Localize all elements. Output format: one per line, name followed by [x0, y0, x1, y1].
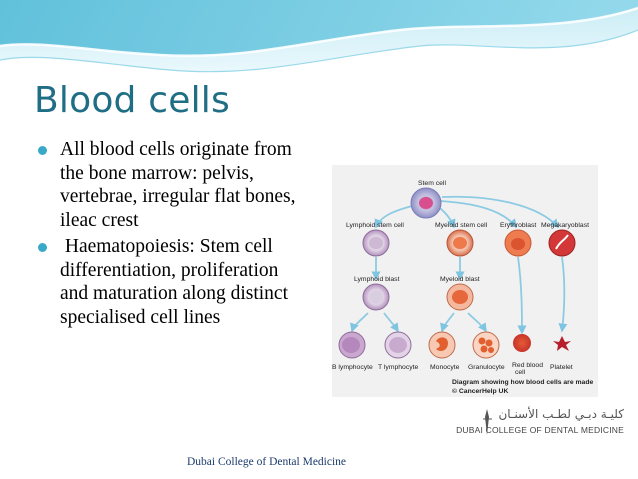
label-lymphoid-blast: Lymphoid blast: [354, 276, 400, 283]
megakaryoblast: [548, 229, 576, 257]
granulocyte: [472, 331, 500, 359]
blood-cell-diagram: Stem cell Lymphoid stem cell Myeloid ste…: [332, 165, 598, 397]
bullet-icon: [38, 243, 47, 252]
label-erythroblast: Erythroblast: [500, 222, 536, 229]
label-red-blood-cell: Red blood: [512, 362, 543, 369]
slide-footer: Dubai College of Dental Medicine: [187, 456, 347, 468]
college-logo: كليـة دبـي لطـب الأسنـان DUBAI COLLEGE O…: [456, 405, 632, 441]
diagram-labels: Stem cell Lymphoid stem cell Myeloid ste…: [332, 180, 593, 395]
label-monocyte: Monocyte: [430, 364, 460, 371]
monocyte: [428, 331, 456, 359]
logo-mark-icon: [483, 409, 492, 435]
stem-cell: [410, 187, 442, 219]
label-b-lymphocyte: B lymphocyte: [332, 364, 373, 371]
bullet-item: Haematopoiesis: Stem cell differentiatio…: [36, 235, 311, 329]
diagram-caption: Diagram showing how blood cells are made: [452, 379, 593, 386]
myeloid-blast: [446, 283, 474, 311]
myeloid-stem-cell: [446, 229, 474, 257]
diagram-credit: © CancerHelp UK: [452, 387, 508, 395]
t-lymphocyte: [384, 331, 412, 359]
b-lymphocyte: [338, 331, 366, 359]
label-t-lymphocyte: T lymphocyte: [378, 364, 419, 371]
platelet: [553, 336, 571, 351]
red-blood-cell: [513, 334, 531, 352]
logo-arabic-name: كليـة دبـي لطـب الأسنـان: [498, 407, 624, 421]
label-megakaryoblast: Megakaryoblast: [541, 222, 589, 229]
label-platelet: Platelet: [550, 364, 573, 371]
bullet-icon: [38, 146, 47, 155]
label-stem-cell: Stem cell: [418, 180, 446, 187]
label-myeloid-stem-cell: Myeloid stem cell: [435, 222, 488, 229]
label-myeloid-blast: Myeloid blast: [440, 276, 480, 283]
label-lymphoid-stem-cell: Lymphoid stem cell: [346, 222, 404, 229]
diagram-arrows: [350, 195, 568, 335]
bullet-text: All blood cells originate from the bone …: [60, 139, 296, 231]
erythroblast: [504, 229, 532, 257]
bullet-item: All blood cells originate from the bone …: [36, 138, 311, 232]
logo-english-name: DUBAI COLLEGE OF DENTAL MEDICINE: [456, 425, 624, 435]
slide-title: Blood cells: [34, 80, 230, 121]
lymphoid-blast: [362, 283, 390, 311]
header-wave-decoration: [0, 0, 638, 73]
label-granulocyte: Granulocyte: [468, 364, 505, 371]
lymphoid-stem-cell: [362, 229, 390, 257]
bullet-text: Haematopoiesis: Stem cell differentiatio…: [60, 236, 293, 328]
label-red-blood-cell-line2: cell: [515, 369, 526, 376]
bullet-list: All blood cells originate from the bone …: [36, 138, 311, 332]
diagram-svg: Stem cell Lymphoid stem cell Myeloid ste…: [332, 180, 593, 395]
